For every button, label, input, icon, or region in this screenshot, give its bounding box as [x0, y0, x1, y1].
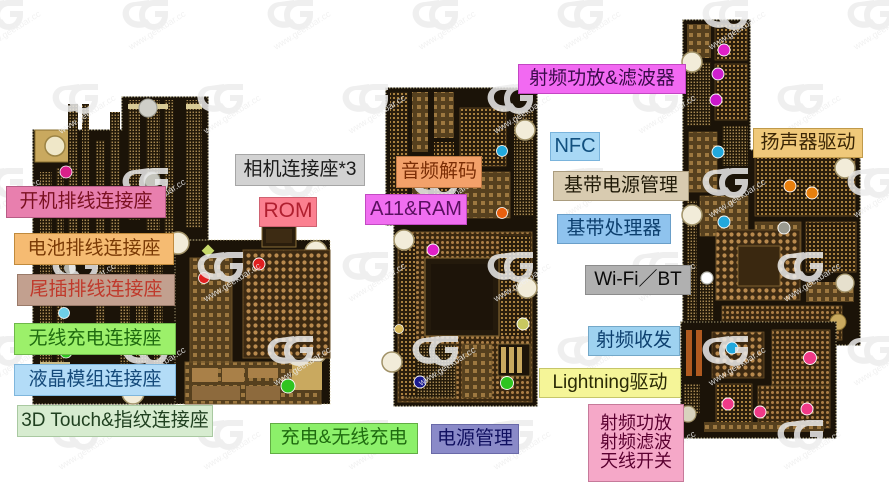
- label-lcd-module-connector: 液晶模组连接座: [14, 364, 176, 396]
- label-3dtouch-fingerprint-connector: 3D Touch&指纹连接座: [17, 405, 213, 437]
- right-board-upper: [681, 19, 861, 346]
- label-audio-codec: 音频解码: [396, 156, 482, 188]
- label-speaker-driver: 扬声器驱动: [753, 128, 863, 158]
- label-baseband-power-management: 基带电源管理: [553, 171, 689, 201]
- label-charging-wireless-charging: 充电&无线充电: [270, 423, 418, 454]
- right-board-lower: [679, 321, 837, 439]
- label-baseband-processor: 基带处理器: [557, 214, 671, 244]
- label-power-flex-connector: 开机排线连接座: [6, 186, 166, 218]
- label-nfc: NFC: [550, 132, 600, 161]
- label-tail-plug-flex-connector: 尾插排线连接座: [17, 274, 175, 306]
- label-rom: ROM: [259, 197, 317, 227]
- label-rf-pa-filter: 射频功放&滤波器: [518, 64, 686, 94]
- label-lightning-driver: Lightning驱动: [539, 368, 681, 398]
- label-wireless-charge-connector: 无线充电连接座: [14, 323, 176, 355]
- label-camera-connector-x3: 相机连接座*3: [235, 154, 365, 186]
- label-rf-transceiver: 射频收发: [588, 326, 680, 356]
- middle-board: [381, 87, 538, 407]
- label-power-management: 电源管理: [431, 424, 519, 454]
- label-rf-pa-filter-antenna-switch: 射频功放 射频滤波 天线开关: [588, 404, 684, 482]
- label-wifi-bt: Wi-Fi／BT: [585, 265, 691, 295]
- label-a11-ram: A11&RAM: [365, 194, 467, 225]
- label-battery-flex-connector: 电池排线连接座: [14, 233, 174, 265]
